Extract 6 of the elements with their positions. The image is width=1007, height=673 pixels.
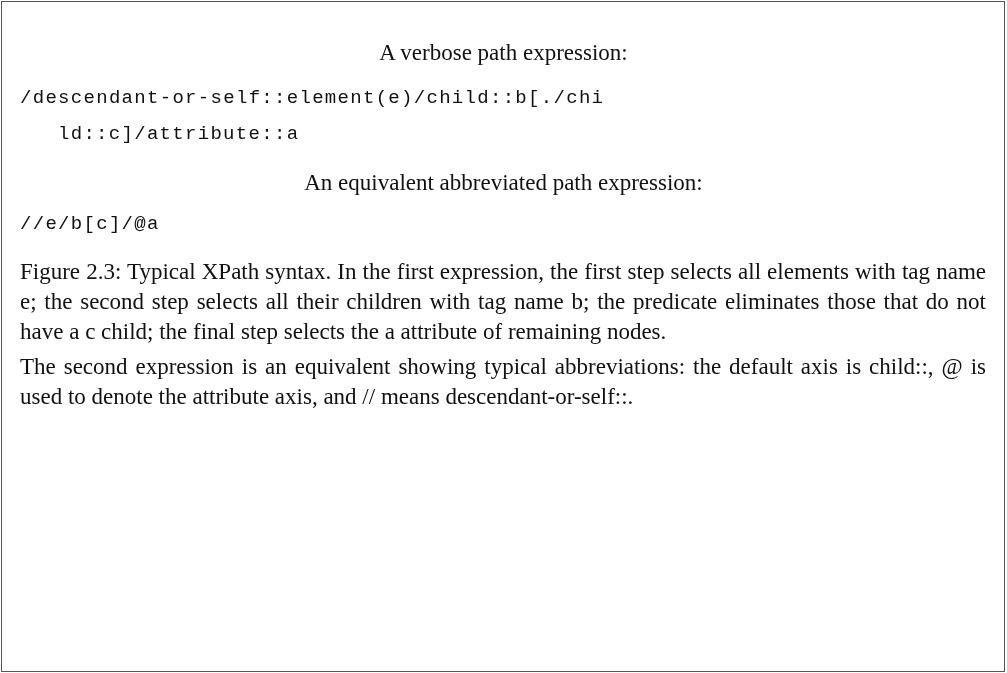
caption-text: Figure 2.3: Typical XPath syntax. In the first expression, the first step selects all elements with tag name e; the second step selects all their children with tag name b; the predicate eliminates those that do not have a c child; the final step selects the a attribute of remaining nodes.: [20, 258, 986, 346]
heading: A verbose path expression:: [378, 40, 629, 66]
caption-text: The second expression is an equivalent showing typical abbreviations: the default axis is child::, @ is used to denote the attribute axis, and // means descendant-or-self::.: [20, 353, 986, 411]
heading: An equivalent abbreviated path expression:: [303, 170, 704, 196]
code-expression: /descendant-or-self::element(e)/child::b[./child::c]/attribute::a: [20, 86, 606, 147]
code-expression: //e/b[c]/@a: [20, 212, 160, 237]
